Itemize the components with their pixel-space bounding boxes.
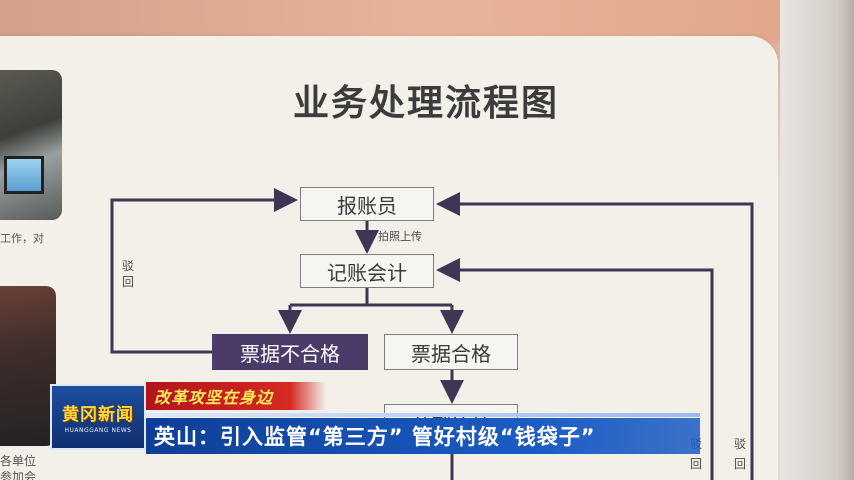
column-tag-text: 改革攻坚在身边 bbox=[154, 388, 274, 407]
monitor-screen bbox=[4, 156, 44, 194]
office-photo bbox=[0, 70, 62, 220]
news-logo: 黄冈新闻 HUANGGANG NEWS bbox=[50, 384, 146, 450]
column-tag: 改革攻坚在身边 bbox=[146, 382, 326, 410]
node-qualified: 票据合格 bbox=[384, 334, 518, 370]
label-reject-left: 驳回 bbox=[122, 259, 135, 289]
board-left-panel bbox=[0, 60, 70, 480]
headline-text: 英山：引入监管“第三方” 管好村级“钱袋子” bbox=[154, 425, 596, 449]
news-logo-text: 黄冈新闻 bbox=[62, 405, 134, 425]
label-photo-upload: 拍照上传 bbox=[378, 230, 422, 243]
side-text-top: 工作，对 bbox=[0, 232, 44, 245]
arrow-reject-loop-left bbox=[110, 188, 298, 354]
background-wall bbox=[0, 0, 854, 40]
node-accountant: 记账会计 bbox=[300, 254, 434, 288]
headline-edge bbox=[146, 413, 700, 417]
label-reject-right: 驳回 bbox=[734, 437, 747, 471]
background-pillar bbox=[836, 0, 854, 480]
node-reporter: 报账员 bbox=[300, 187, 434, 221]
side-text-bottom-1: 各单位 bbox=[0, 454, 37, 468]
arrow-reject-loop-mid bbox=[436, 258, 714, 480]
board-title: 业务处理流程图 bbox=[292, 82, 559, 124]
news-logo-subtext: HUANGGANG NEWS bbox=[64, 427, 132, 434]
arrow-reject-loop-right bbox=[436, 192, 754, 480]
meeting-photo bbox=[0, 286, 56, 446]
side-text-bottom-2: 参加会 bbox=[0, 470, 37, 480]
node-unqualified: 票据不合格 bbox=[212, 334, 368, 370]
headline-banner: 英山：引入监管“第三方” 管好村级“钱袋子” bbox=[146, 418, 700, 454]
